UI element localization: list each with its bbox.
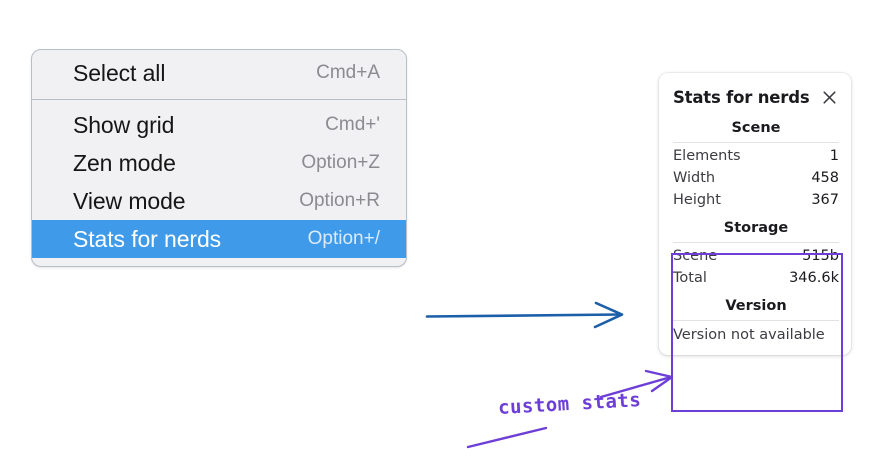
section-divider: [673, 320, 839, 321]
stat-key: Elements: [673, 148, 741, 164]
version-status-text: Version not available: [673, 327, 825, 343]
stat-value: 458: [811, 170, 839, 186]
menu-item-label: Show grid: [73, 111, 175, 138]
handwritten-annotation-label: custom stats: [497, 389, 642, 419]
section-heading-scene: Scene: [731, 120, 781, 136]
menu-item-shortcut: Option+Z: [301, 152, 380, 173]
menu-item-shortcut: Cmd+': [325, 114, 380, 135]
menu-item-label: Zen mode: [73, 149, 176, 176]
stat-row-height: Height 367: [673, 189, 839, 211]
stat-value: 346.6k: [789, 270, 839, 286]
menu-item-zen-mode[interactable]: Zen mode Option+Z: [32, 144, 406, 182]
section-heading-version: Version: [725, 298, 787, 314]
blue-arrow-annotation: [425, 301, 624, 329]
menu-item-shortcut: Cmd+A: [316, 62, 380, 83]
menu-separator: [32, 99, 406, 100]
panel-title: Stats for nerds: [673, 87, 810, 107]
menu-item-shortcut: Option+R: [299, 190, 380, 211]
close-icon[interactable]: [819, 87, 839, 107]
menu-item-stats-for-nerds[interactable]: Stats for nerds Option+/: [32, 220, 406, 258]
menu-item-label: Select all: [73, 59, 166, 86]
menu-item-label: View mode: [73, 187, 186, 214]
menu-item-select-all[interactable]: Select all Cmd+A: [32, 54, 406, 92]
stat-row-width: Width 458: [673, 167, 839, 189]
stat-key: Height: [673, 192, 721, 208]
stat-key: Width: [673, 170, 716, 186]
stat-value: 1: [829, 148, 839, 164]
stat-key: Scene: [673, 248, 718, 264]
stat-key: Total: [673, 270, 707, 286]
section-heading-storage: Storage: [723, 220, 789, 236]
context-menu[interactable]: Select all Cmd+A Show grid Cmd+' Zen mod…: [31, 49, 407, 267]
stats-panel-body: Scene Elements 1 Width 458 Height 367 St…: [659, 111, 851, 345]
stat-value: 515b: [802, 248, 839, 264]
stats-for-nerds-panel: Stats for nerds Scene Elements 1 Width 4…: [659, 73, 851, 355]
section-divider: [673, 142, 839, 143]
stat-value: 367: [811, 192, 839, 208]
stat-row-elements: Elements 1: [673, 145, 839, 167]
menu-group-2: Show grid Cmd+' Zen mode Option+Z View m…: [32, 106, 406, 258]
stats-panel-header: Stats for nerds: [659, 83, 851, 111]
menu-item-label: Stats for nerds: [73, 225, 222, 252]
stat-row-storage-total: Total 346.6k: [673, 267, 839, 289]
section-divider: [673, 242, 839, 243]
stat-row-storage-scene: Scene 515b: [673, 245, 839, 267]
menu-item-view-mode[interactable]: View mode Option+R: [32, 182, 406, 220]
menu-group-1: Select all Cmd+A: [32, 54, 406, 92]
purple-stray-stroke-annotation: [466, 426, 548, 449]
menu-item-show-grid[interactable]: Show grid Cmd+': [32, 106, 406, 144]
menu-item-shortcut: Option+/: [307, 228, 380, 249]
